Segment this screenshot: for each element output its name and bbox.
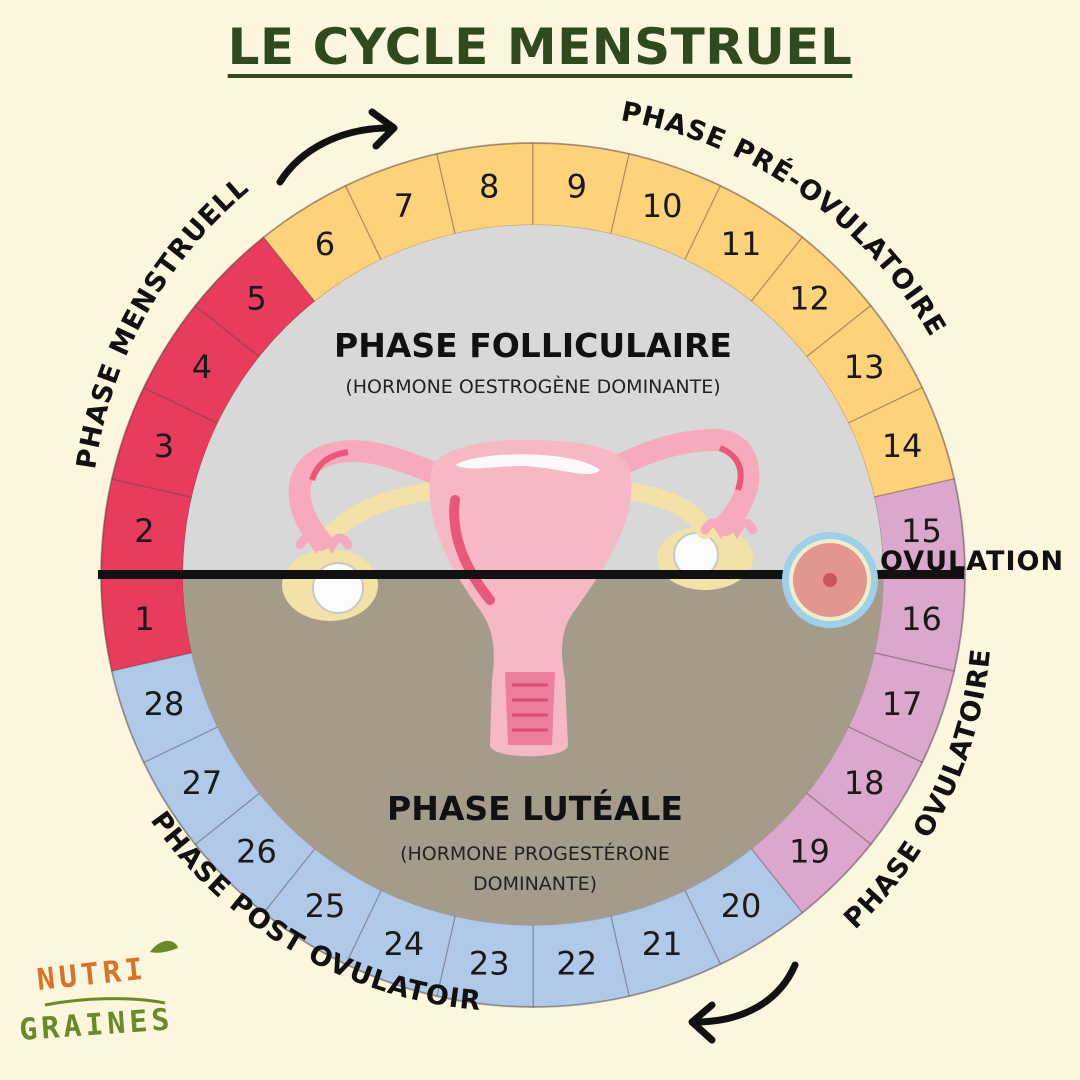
cervix-ridges <box>512 683 548 732</box>
ovulation-divider <box>98 570 964 579</box>
right-fallopian-tube <box>599 428 760 536</box>
day-number: 22 <box>556 945 597 983</box>
day-number: 5 <box>246 280 266 318</box>
luteal-phase-subtitle-line2: DOMINANTE) <box>473 873 597 895</box>
uterus-illustration <box>282 428 760 757</box>
leaf-icon <box>150 940 178 953</box>
left-tube-detail <box>309 449 349 482</box>
day-number: 28 <box>144 685 185 723</box>
day-number: 12 <box>789 280 830 318</box>
day-number: 15 <box>901 512 942 550</box>
luteal-phase-subtitle-line1: (HORMONE PROGESTÉRONE <box>400 842 670 865</box>
uterus-highlight <box>455 454 600 474</box>
day-number: 13 <box>844 348 885 386</box>
day-number: 8 <box>479 167 499 205</box>
day-number: 24 <box>384 925 425 963</box>
uterus-lining-detail <box>449 495 495 605</box>
day-number: 2 <box>134 512 154 550</box>
logo-line1: NUTRI <box>35 952 148 998</box>
day-number: 16 <box>901 600 942 638</box>
egg-cell-icon <box>782 532 878 628</box>
cycle-ring <box>100 142 966 1008</box>
day-number: 3 <box>154 427 174 465</box>
page-title: LE CYCLE MENSTRUEL <box>227 18 853 76</box>
day-number: 14 <box>882 427 923 465</box>
day-segment <box>532 142 630 235</box>
right-tube-detail <box>718 445 744 491</box>
day-number: 1 <box>134 600 154 638</box>
day-number: 19 <box>789 832 830 870</box>
day-number: 17 <box>882 685 923 723</box>
bottom-arrow-shaft <box>691 961 799 1026</box>
day-number: 18 <box>844 764 885 802</box>
brand-logo: NUTRI GRAINES <box>18 940 178 1048</box>
logo-divider <box>44 997 166 1007</box>
day-number: 6 <box>315 225 335 263</box>
left-fimbriae <box>295 533 353 555</box>
right-fimbriae <box>700 518 758 540</box>
day-number: 23 <box>469 945 510 983</box>
logo-line2: GRAINES <box>18 1002 175 1048</box>
ovulation-label: OVULATION <box>880 546 1064 577</box>
right-tube-connector <box>611 481 714 539</box>
day-number: 11 <box>721 225 762 263</box>
follicular-half <box>183 225 883 575</box>
uterus-body <box>429 439 632 757</box>
day-number: 7 <box>394 187 414 225</box>
arrow-clockwise-icon <box>688 961 799 1044</box>
bottom-arrow-head <box>688 1001 716 1044</box>
day-number: 26 <box>236 832 277 870</box>
luteal-phase-title: PHASE LUTÉALE <box>387 788 683 828</box>
arrow-clockwise-icon <box>276 108 398 186</box>
top-arrow-shaft <box>276 124 394 186</box>
day-number: 25 <box>305 887 346 925</box>
day-number: 10 <box>642 187 683 225</box>
left-tube-connector <box>321 481 449 544</box>
top-arrow-head <box>368 108 398 150</box>
follicular-phase-title: PHASE FOLLICULAIRE <box>334 326 732 365</box>
egg-nucleus <box>823 573 837 587</box>
day-number: 27 <box>182 764 223 802</box>
day-number: 9 <box>567 167 587 205</box>
follicular-phase-subtitle: (HORMONE OESTROGÈNE DOMINANTE) <box>345 375 720 398</box>
day-number: 20 <box>721 887 762 925</box>
day-number: 21 <box>642 925 683 963</box>
day-number: 4 <box>192 348 212 386</box>
cervix <box>505 672 555 745</box>
